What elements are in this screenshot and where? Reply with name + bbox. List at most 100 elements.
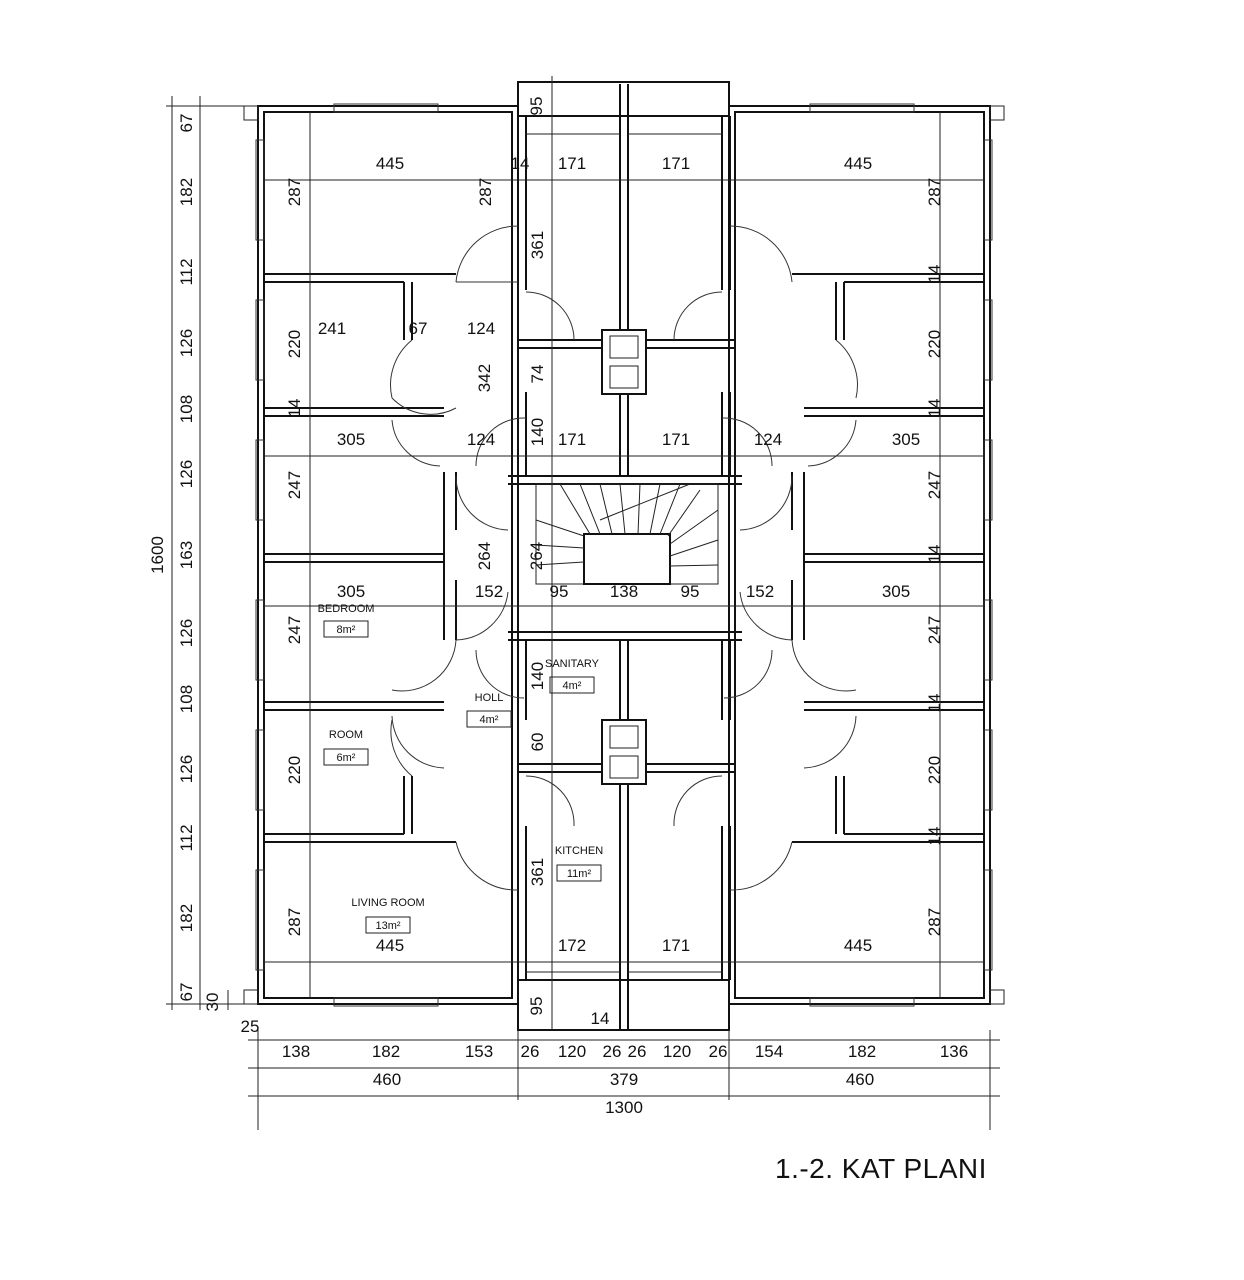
dim-r4-264-b: 264 (527, 542, 546, 570)
dim-r5-152-right: 152 (746, 582, 774, 601)
dim-r1-171-right: 171 (662, 154, 690, 173)
dim-total-width: 1300 (605, 1098, 643, 1117)
dim-left-10: 126 (177, 755, 196, 783)
dim-bottom-3: 153 (465, 1042, 493, 1061)
room-bedroom-area: 8m² (337, 624, 356, 636)
dimension-lines (166, 76, 1000, 1130)
dim-bottom-6: 26 (603, 1042, 622, 1061)
dim-r5-95-left: 95 (550, 582, 569, 601)
dim-r3-305-right: 305 (892, 430, 920, 449)
dim-r8-287-left: 287 (285, 908, 304, 936)
dim-r2-14: 14 (925, 265, 944, 284)
dim-r7-60: 60 (528, 733, 547, 752)
dim-left-13: 67 (177, 983, 196, 1002)
dim-r4-247-left: 247 (285, 471, 304, 499)
dim-r1-445-right: 445 (844, 154, 872, 173)
dim-r4-264-a: 264 (475, 542, 494, 570)
dim-left-4: 126 (177, 329, 196, 357)
dim-bottom-5: 120 (558, 1042, 586, 1061)
room-sanitary-area: 4m² (563, 680, 582, 692)
dim-r1-14: 14 (511, 154, 530, 173)
dim-left-6: 126 (177, 460, 196, 488)
dim-r6-14: 14 (925, 694, 944, 713)
dim-bottom-1: 138 (282, 1042, 310, 1061)
dim-small-25: 25 (241, 1017, 260, 1036)
dim-r3-171-left: 171 (558, 430, 586, 449)
dim-r5-152-left: 152 (475, 582, 503, 601)
dim-r6-247-left: 247 (285, 616, 304, 644)
room-kitchen-label: KITCHEN (555, 845, 603, 857)
dim-r9-445-left: 445 (376, 936, 404, 955)
dim-left-3: 112 (177, 258, 196, 285)
dim-left-12: 182 (177, 904, 196, 932)
dimension-labels: 1600 67 182 112 126 108 126 163 126 108 … (148, 97, 968, 1117)
dim-r5-305-left: 305 (337, 582, 365, 601)
dim-r9-445-right: 445 (844, 936, 872, 955)
room-holl-label: HOLL (475, 692, 504, 704)
dim-bottom-12: 136 (940, 1042, 968, 1061)
dim-r1-171-left: 171 (558, 154, 586, 173)
dim-r3-124-right: 124 (754, 430, 782, 449)
dim-r1-445-left: 445 (376, 154, 404, 173)
dim-r7-220-right: 220 (925, 756, 944, 784)
dim-left-7: 163 (177, 541, 196, 569)
dim-bottom-11: 182 (848, 1042, 876, 1061)
dim-bottom-7: 26 (628, 1042, 647, 1061)
dim-r9-172: 172 (558, 936, 586, 955)
dim-bottom-10: 154 (755, 1042, 783, 1061)
room-room-area: 6m² (337, 752, 356, 764)
dim-r4-14: 14 (925, 545, 944, 564)
outer-walls (243, 81, 1005, 1031)
dim-r2-342: 342 (475, 364, 494, 392)
room-labels: BEDROOM 8m² ROOM 6m² LIVING ROOM 13m² HO… (318, 603, 603, 934)
dim-r2-220-left: 220 (285, 330, 304, 358)
dim-left-1: 67 (177, 114, 196, 133)
dim-r5-305-right: 305 (882, 582, 910, 601)
dim-top-95: 95 (527, 97, 546, 116)
dim-bottom-4: 26 (521, 1042, 540, 1061)
staircase (535, 483, 719, 585)
dim-r6-140: 140 (528, 662, 547, 690)
dim-r8-287-right: 287 (925, 908, 944, 936)
dim-left-5: 108 (177, 395, 196, 423)
dim-left-11: 112 (177, 824, 196, 851)
dim-r3-124-left: 124 (467, 430, 495, 449)
dim-bottom-95: 95 (527, 997, 546, 1016)
dim-left-8: 126 (177, 619, 196, 647)
dim-r3-140: 140 (528, 418, 547, 446)
room-holl-area: 4m² (480, 714, 499, 726)
dim-r4-247-right: 247 (925, 471, 944, 499)
dim-r1-361: 361 (528, 231, 547, 259)
dim-r6-247-right: 247 (925, 616, 944, 644)
dim-r8-361: 361 (528, 858, 547, 886)
dim-r2-241: 241 (318, 319, 346, 338)
dim-bottom-14: 14 (591, 1009, 610, 1028)
dim-small-30: 30 (203, 993, 222, 1012)
dim-left-2: 182 (177, 178, 196, 206)
dim-bottom-8: 120 (663, 1042, 691, 1061)
dim-r1-287-a: 287 (285, 178, 304, 206)
dim-r2-67: 67 (409, 319, 428, 338)
room-sanitary-label: SANITARY (545, 658, 600, 670)
dim-r3-171-right: 171 (662, 430, 690, 449)
dim-bottom-460-left: 460 (373, 1070, 401, 1089)
dim-bottom-379: 379 (610, 1070, 638, 1089)
dim-r3-305-left: 305 (337, 430, 365, 449)
doors (390, 225, 858, 891)
dim-r7-14: 14 (925, 827, 944, 846)
dim-left-9: 108 (177, 685, 196, 713)
dim-r1-287-c: 287 (925, 178, 944, 206)
plan-title: 1.-2. KAT PLANI (775, 1153, 987, 1184)
dim-r3-14-left: 14 (285, 399, 304, 418)
room-room-label: ROOM (329, 729, 363, 741)
windows (255, 103, 993, 1007)
dim-bottom-2: 182 (372, 1042, 400, 1061)
dim-bottom-460-right: 460 (846, 1070, 874, 1089)
dim-total-height: 1600 (148, 536, 167, 574)
dim-r1-287-b: 287 (476, 178, 495, 206)
dim-r2-220-right: 220 (925, 330, 944, 358)
dim-r9-171: 171 (662, 936, 690, 955)
interior-walls (264, 84, 984, 1030)
room-living-label: LIVING ROOM (351, 897, 424, 909)
